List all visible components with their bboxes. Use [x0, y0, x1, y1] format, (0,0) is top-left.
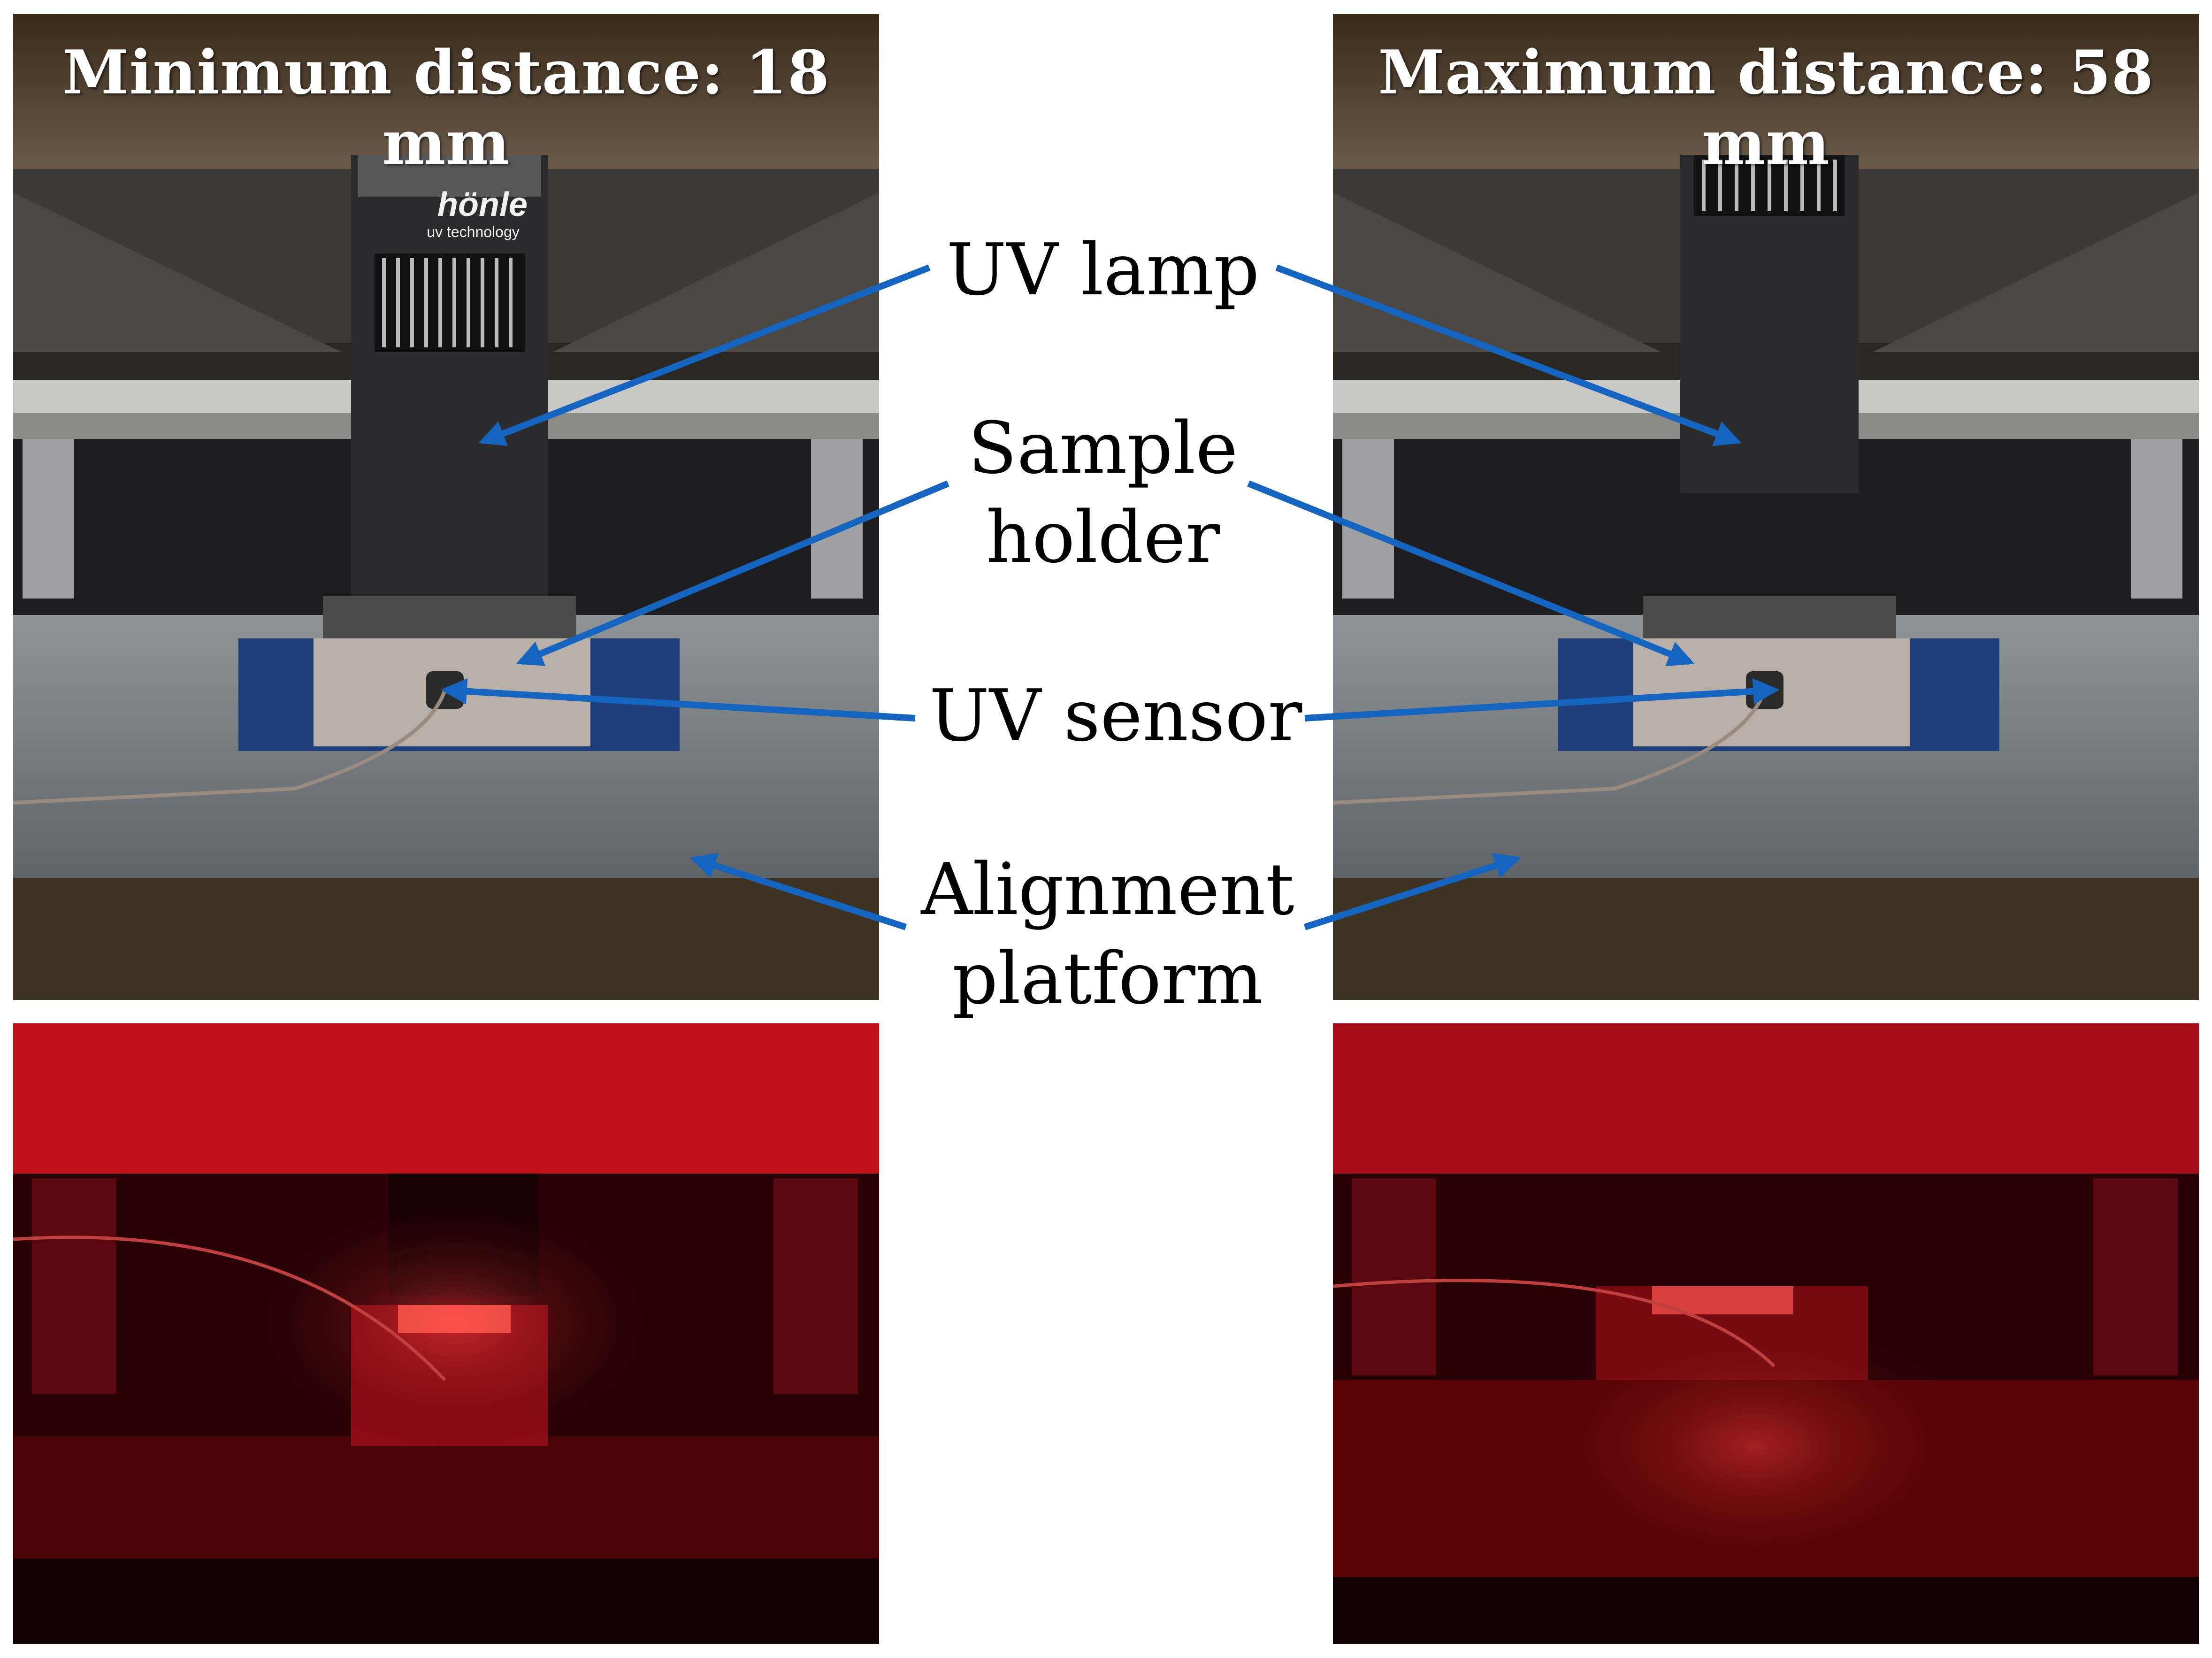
photo-min-distance-uv-on-scene — [13, 1023, 879, 1644]
label-sample-holder-line2: holder — [986, 496, 1220, 579]
label-alignment-line1: Alignment — [921, 848, 1294, 931]
lamp-brand-sub: uv technology — [427, 223, 519, 240]
label-alignment-platform: Alignment platform — [911, 845, 1305, 1023]
label-uv-sensor: UV sensor — [929, 674, 1302, 757]
label-sample-holder: Sample holder — [939, 404, 1267, 582]
photo-min-distance-uv-on — [13, 1023, 879, 1644]
label-sample-holder-line1: Sample — [968, 407, 1238, 490]
label-alignment-line2: platform — [952, 937, 1263, 1020]
photo-max-distance: Maximum distance: 58 mm — [1333, 14, 2199, 1000]
photo-max-distance-uv-on-scene — [1333, 1023, 2199, 1644]
photo-min-distance: hönle uv technology Minimum distance: 18… — [13, 14, 879, 1000]
label-uv-lamp: UV lamp — [946, 228, 1260, 311]
lamp-brand-logo: hönle — [437, 186, 528, 223]
title-min-distance: Minimum distance: 18 mm — [62, 38, 830, 178]
title-max-distance: Maximum distance: 58 mm — [1378, 38, 2154, 178]
photo-max-distance-uv-on — [1333, 1023, 2199, 1644]
